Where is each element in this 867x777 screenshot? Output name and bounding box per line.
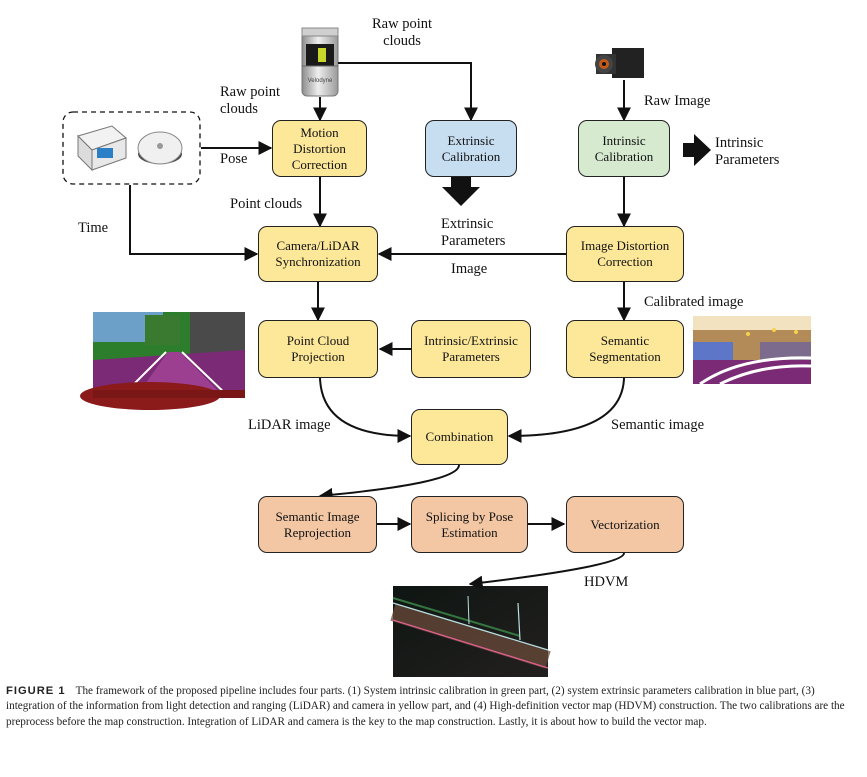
image-distortion-correction-node: Image Distortion Correction	[566, 226, 684, 282]
time-label: Time	[78, 220, 109, 236]
lidar-image-label: LiDAR image	[248, 417, 331, 433]
figure-label: FIGURE 1	[6, 685, 66, 697]
extrinsic-parameters-label: Extrinsic Parameters	[441, 216, 506, 249]
connector-layer: Velodyne	[62, 27, 812, 677]
raw-image-label: Raw Image	[644, 93, 711, 109]
extrinsic-calibration-node: Extrinsic Calibration	[425, 120, 517, 177]
camera-lidar-sync-node: Camera/LiDAR Synchronization	[258, 226, 378, 282]
semantic-image-thumbnail	[693, 316, 812, 386]
intrinsic-parameters-label: Intrinsic Parameters	[715, 135, 780, 168]
intrinsic-calibration-node: Intrinsic Calibration	[578, 120, 670, 177]
splicing-by-pose-estimation-node: Splicing by Pose Estimation	[411, 496, 528, 553]
gnss-antenna-icon	[137, 131, 183, 165]
vectorization-node: Vectorization	[566, 496, 684, 553]
combination-node: Combination	[411, 409, 508, 465]
raw-point-clouds-left-label: Raw point clouds	[220, 84, 281, 117]
extrinsic-output-arrow	[442, 187, 480, 206]
calibrated-image-label: Calibrated image	[644, 294, 744, 310]
imu-gnss-group	[62, 111, 201, 185]
intrinsic-extrinsic-parameters-node: Intrinsic/Extrinsic Parameters	[411, 320, 531, 378]
raw-point-clouds-top-label: Raw point clouds	[372, 16, 433, 49]
pipeline-diagram: Velodyne	[62, 16, 812, 677]
lidar-image-thumbnail	[80, 312, 245, 410]
extrinsic-output-arrow-stem	[451, 176, 471, 187]
lidar-brand-text: Velodyne	[308, 78, 333, 84]
image-label: Image	[451, 261, 488, 277]
semantic-image-label: Semantic image	[611, 417, 705, 433]
point-clouds-label: Point clouds	[230, 196, 303, 212]
camera-sensor-icon	[595, 48, 644, 78]
motion-distortion-correction-node: Motion Distortion Correction	[272, 120, 367, 177]
caption-text: The framework of the proposed pipeline i…	[6, 685, 845, 728]
lidar-sensor-icon: Velodyne	[301, 27, 339, 97]
point-cloud-projection-node: Point Cloud Projection	[258, 320, 378, 378]
semantic-segmentation-node: Semantic Segmentation	[566, 320, 684, 378]
semantic-image-reprojection-node: Semantic Image Reprojection	[258, 496, 377, 553]
imu-icon	[77, 125, 127, 172]
intrinsic-output-arrow	[683, 134, 711, 166]
hdvm-label: HDVM	[584, 574, 629, 590]
hdvm-pointcloud-image	[390, 586, 551, 677]
pose-label: Pose	[220, 151, 248, 167]
